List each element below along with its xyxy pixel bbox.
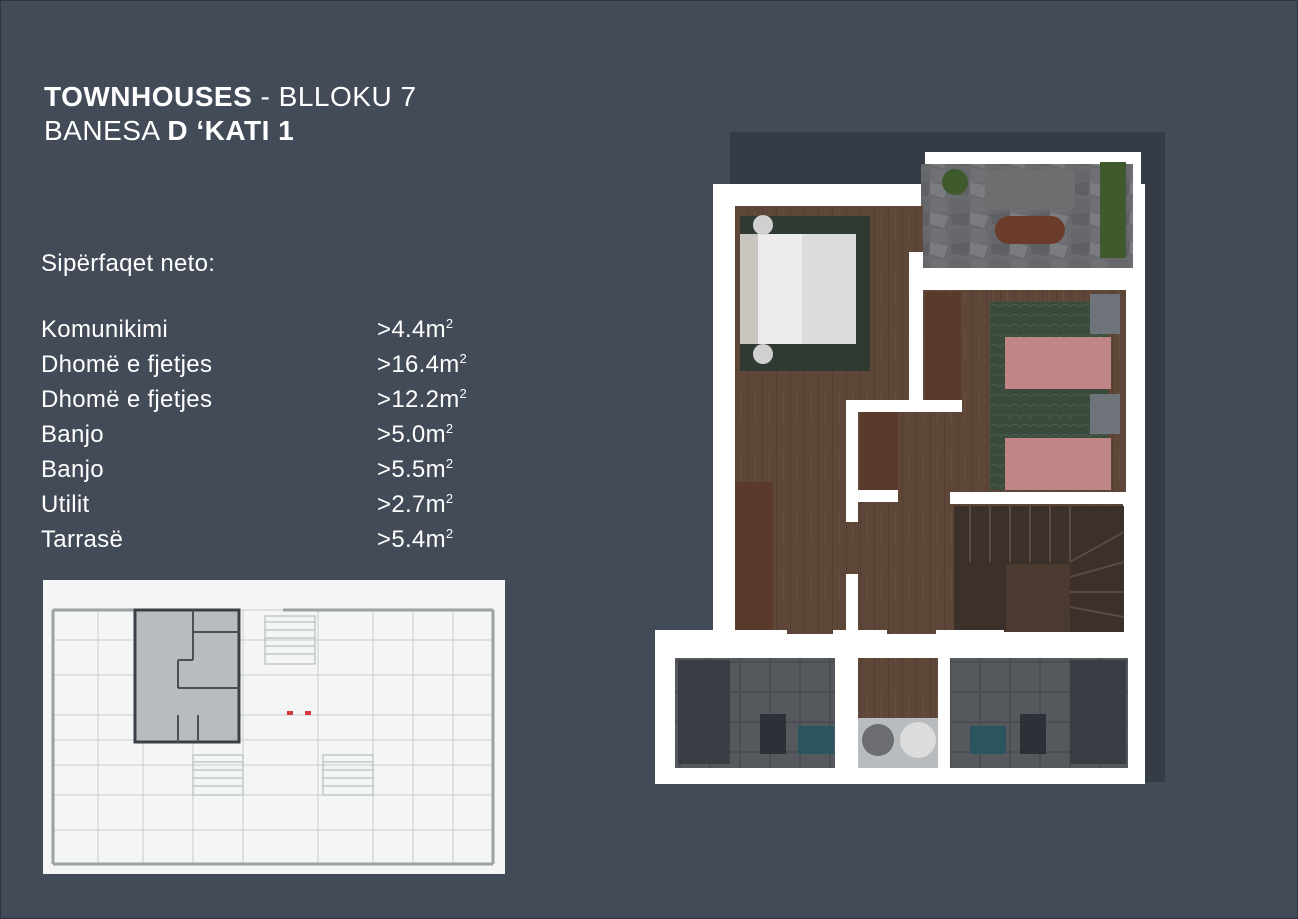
area-row: Banjo >5.5m2 [41,452,501,487]
bathroom-2-shower [1070,660,1126,764]
bathroom-1-sink [798,726,834,754]
floor-plan-drawing [655,132,1165,784]
washing-machine [862,724,894,756]
title-line-2: BANESA D ‘KATI 1 [44,114,417,148]
room-name: Komunikimi [41,315,169,343]
area-row: Dhomë e fjetjes >12.2m2 [41,382,501,417]
dryer [900,722,936,758]
room-name: Banjo [41,420,104,448]
room-area: >16.4m2 [377,350,468,378]
highlighted-unit-outline [133,608,241,744]
bathroom-2-sink [970,726,1006,754]
terrace-sofa [985,170,1075,210]
room-name: Banjo [41,455,104,483]
room-name: Utilit [41,490,90,518]
unit-name: D ‘KATI 1 [167,115,295,146]
area-row: Komunikimi >4.4m2 [41,312,501,347]
net-areas-heading: Sipërfaqet neto: [41,250,216,277]
bathroom-1-shower [678,660,730,764]
closet [860,412,898,490]
areas-table: Komunikimi>4.4m2 Dhomë e fjetjes>16.4m2 … [41,312,501,557]
area-row: Dhomë e fjetjes >16.4m2 [41,347,501,382]
room-area: >5.0m2 [377,420,454,448]
floor-plan [650,122,1170,792]
bathroom-1-toilet [760,714,786,754]
key-plan-drawing [43,580,505,874]
room-area: >5.4m2 [377,525,454,553]
bedroom-2-bed-2 [1005,438,1111,490]
bedroom-2-bed-1 [1005,337,1111,389]
room-area: >12.2m2 [377,385,468,413]
page-title: TOWNHOUSES - BLLOKU 7 BANESA D ‘KATI 1 [44,80,417,148]
area-row: Utilit >2.7m2 [41,487,501,522]
title-line-1: TOWNHOUSES - BLLOKU 7 [44,80,417,114]
bedroom-2-wardrobe [925,292,961,400]
terrace-plants [1100,162,1126,258]
project-name: TOWNHOUSES [44,81,253,112]
room-name: Tarrasë [41,525,124,553]
room-area: >2.7m2 [377,490,454,518]
room-name: Dhomë e fjetjes [41,385,213,413]
area-row: Tarrasë >5.4m2 [41,522,501,557]
bathroom-2-toilet [1020,714,1046,754]
terrace-table [995,216,1065,244]
room-name: Dhomë e fjetjes [41,350,213,378]
wardrobe [735,482,773,630]
key-plan [43,580,505,874]
block-label: - BLLOKU 7 [252,81,417,112]
area-row: Banjo >5.0m2 [41,417,501,452]
unit-prefix: BANESA [44,115,168,146]
room-area: >4.4m2 [377,315,454,343]
room-area: >5.5m2 [377,455,454,483]
